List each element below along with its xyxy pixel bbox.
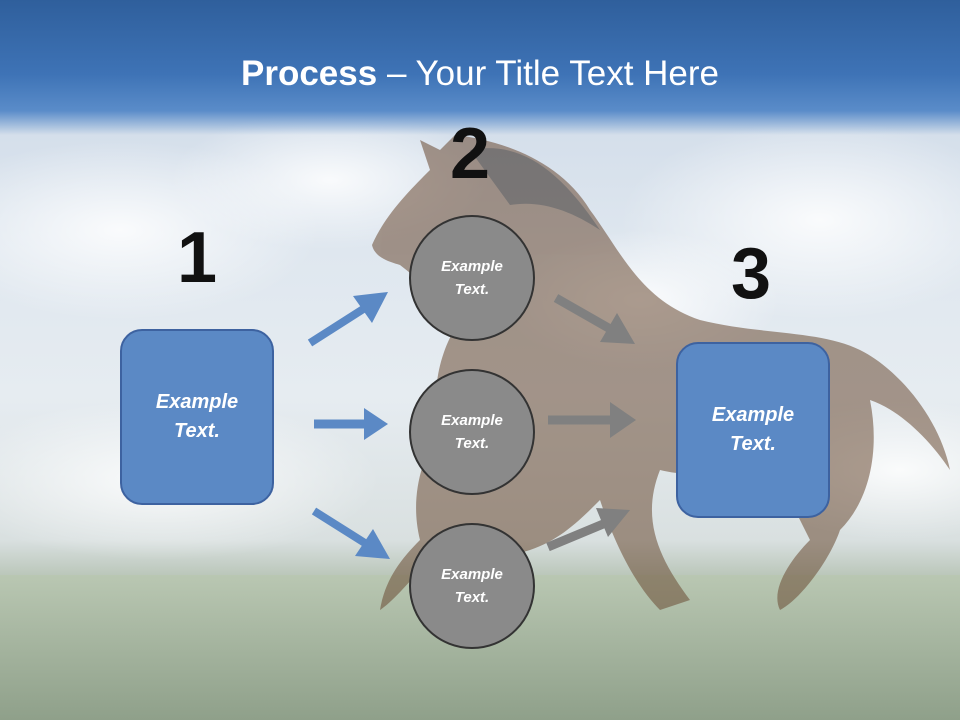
title-rest: – Your Title Text Here	[377, 54, 719, 93]
blue-arrow-up	[307, 292, 388, 347]
step-number-3: 3	[731, 234, 772, 314]
step-1-box[interactable]: Example Text.	[120, 329, 274, 505]
step-number-2: 2	[450, 114, 491, 194]
step-2-circle-middle[interactable]: Example Text.	[409, 369, 535, 495]
title-bold: Process	[241, 54, 378, 93]
gray-arrow-up	[546, 508, 630, 552]
gray-arrow-down	[553, 294, 635, 344]
circle-middle-text: Example Text.	[441, 412, 503, 452]
title-band	[0, 0, 960, 135]
blue-arrow-right	[314, 408, 388, 440]
step-3-box-text: Example Text.	[711, 404, 795, 455]
step-2-circle-top[interactable]: Example Text.	[409, 215, 535, 341]
step-3-box[interactable]: Example Text.	[676, 342, 830, 518]
circle-top-text: Example Text.	[441, 258, 503, 298]
step-1-box-text: Example Text.	[155, 391, 239, 442]
blue-arrow-down	[311, 507, 390, 559]
circle-bottom-text: Example Text.	[441, 566, 503, 606]
step-2-circle-bottom[interactable]: Example Text.	[409, 523, 535, 649]
step-number-1: 1	[177, 218, 218, 298]
gray-arrow-right	[548, 402, 636, 438]
slide-title: Process – Your Title Text Here	[0, 52, 960, 96]
